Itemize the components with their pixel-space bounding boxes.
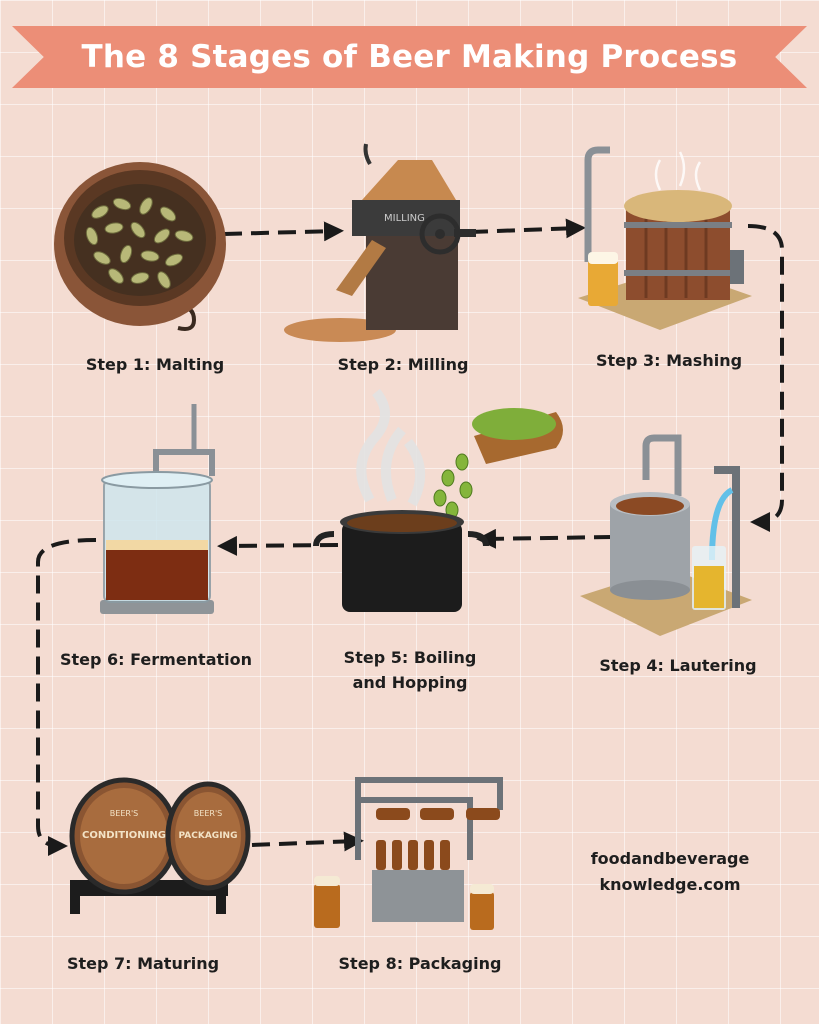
lautering-illustration <box>580 434 752 636</box>
source-credit: foodandbeverage knowledge.com <box>555 846 785 898</box>
step-2-label: Step 2: Milling <box>337 355 469 374</box>
boiling-kettle-illustration <box>313 388 563 612</box>
arrow-5-to-6 <box>217 535 339 556</box>
step-1-label: Step 1: Malting <box>85 355 225 374</box>
step-8-label: Step 8: Packaging <box>338 954 502 973</box>
arrow-7-to-8 <box>251 831 364 852</box>
barrel-left-text: CONDITIONING <box>82 830 166 841</box>
malting-bowl-illustration <box>54 162 226 331</box>
source-line-1: foodandbeverage <box>590 849 750 868</box>
source-line-2: knowledge.com <box>599 875 741 894</box>
arrow-2-to-3 <box>469 218 586 239</box>
page-title: The 8 Stages of Beer Making Process <box>81 39 738 75</box>
step-4-label: Step 4: Lautering <box>599 656 757 675</box>
maturing-barrels-illustration: BEER'S CONDITIONING BEER'S PACKAGING <box>69 777 251 914</box>
step-7-label: Step 7: Maturing <box>66 954 220 973</box>
milling-machine-illustration: MILLING <box>284 143 476 342</box>
mashing-tun-illustration <box>578 146 752 330</box>
step-5-label: Step 5: Boiling and Hopping <box>343 648 477 692</box>
barrel-left-brand: BEER'S <box>110 809 138 818</box>
mill-label: MILLING <box>384 213 425 224</box>
arrow-1-to-2 <box>223 221 344 242</box>
title-banner: The 8 Stages of Beer Making Process <box>12 26 807 88</box>
barrel-right-brand: BEER'S <box>194 809 222 818</box>
step-6-label: Step 6: Fermentation <box>59 650 253 669</box>
step-3-label: Step 3: Mashing <box>595 351 743 370</box>
arrow-4-to-5 <box>476 528 613 549</box>
barrel-right-text: PACKAGING <box>179 831 238 841</box>
arrow-6-to-7 <box>36 538 97 856</box>
arrow-3-to-4 <box>747 224 784 532</box>
packaging-line-illustration <box>314 777 503 930</box>
fermentation-vessel-illustration <box>100 404 215 614</box>
